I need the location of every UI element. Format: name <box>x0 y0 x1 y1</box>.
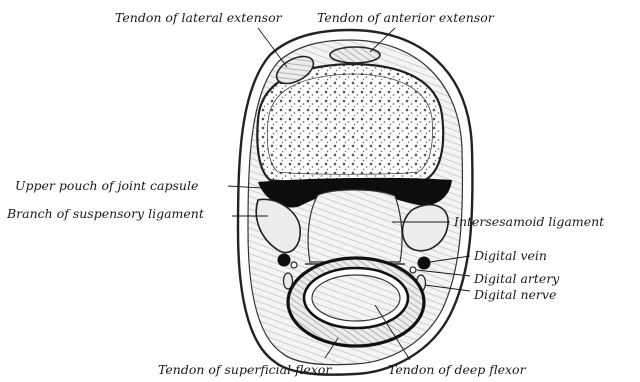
deep-flexor-tendon <box>312 275 400 321</box>
left-digital-artery <box>291 262 297 268</box>
label-superficial-flexor: Tendon of superficial flexor <box>158 362 332 377</box>
right-digital-vein <box>418 257 431 270</box>
label-deep-flexor: Tendon of deep flexor <box>388 362 527 377</box>
intersesamoid-ligament <box>308 190 402 262</box>
label-intersesamoid: Intersesamoid ligament <box>453 214 605 229</box>
left-digital-vein <box>278 254 291 267</box>
label-digital-vein: Digital vein <box>473 248 547 263</box>
label-upper-pouch: Upper pouch of joint capsule <box>15 178 198 193</box>
label-suspensory-branch: Branch of suspensory ligament <box>6 206 205 221</box>
right-digital-artery <box>410 267 416 273</box>
label-digital-nerve: Digital nerve <box>473 287 556 302</box>
label-digital-artery: Digital artery <box>473 271 560 286</box>
label-lateral-extensor: Tendon of lateral extensor <box>115 10 283 25</box>
label-anterior-extensor: Tendon of anterior extensor <box>317 10 495 25</box>
